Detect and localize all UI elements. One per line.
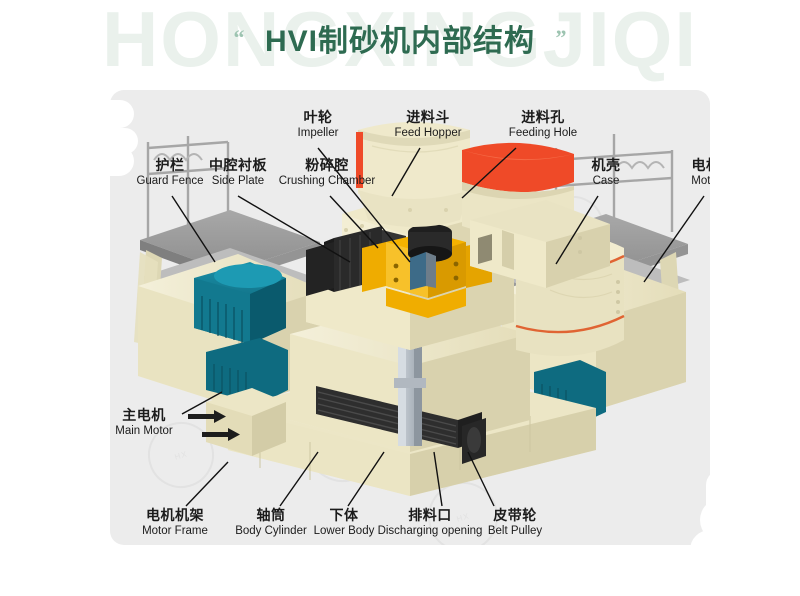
label-feed-hopper: 进料斗 Feed Hopper	[382, 109, 474, 140]
label-belt-pulley: 皮带轮 Belt Pulley	[476, 507, 554, 538]
label-cn: 护栏	[155, 157, 185, 173]
label-impeller: 叶轮 Impeller	[280, 109, 356, 140]
watermark-headline: HONGXINGJIQI	[101, 0, 699, 83]
label-en: Body Cylinder	[235, 524, 307, 537]
label-en: Lower Body	[313, 524, 375, 537]
label-en: Feed Hopper	[394, 126, 462, 139]
label-motor-frame: 电机机架 Motor Frame	[130, 507, 220, 538]
label-discharging-opening: 排料口 Discharging opening	[368, 507, 492, 538]
label-en: Motor	[691, 174, 710, 187]
decor-dot	[8, 142, 38, 172]
label-crushing-chamber: 粉碎腔 Crushing Chamber	[266, 157, 388, 188]
feed-hopper	[356, 122, 470, 227]
label-en: Feeding Hole	[508, 126, 578, 139]
leader-lines	[171, 147, 705, 507]
label-en: Side Plate	[211, 174, 265, 187]
label-feeding-hole: 进料孔 Feeding Hole	[496, 109, 590, 140]
label-body-cylinder: 轴筒 Body Cylinder	[226, 507, 316, 538]
label-en: Case	[592, 174, 620, 187]
page-title: “ HVI制砂机内部结构 ”	[0, 16, 800, 60]
page-title-text: HVI制砂机内部结构	[264, 25, 535, 58]
label-cn: 进料斗	[406, 109, 450, 125]
motor-left	[194, 262, 286, 344]
decor-pill	[38, 146, 134, 176]
label-cn: 轴筒	[256, 507, 286, 523]
belt-pulley	[462, 418, 486, 464]
diagram-panel: HX HX HX HX	[110, 90, 710, 545]
label-cn: 进料孔	[521, 109, 565, 125]
label-motor: 电机 Motor	[676, 157, 711, 188]
decor-pill	[56, 60, 80, 116]
decor-pill	[38, 100, 134, 128]
label-cn: 下体	[329, 507, 359, 523]
decor-blob	[690, 530, 800, 570]
label-cn: 主电机	[122, 407, 166, 423]
label-cn: 粉碎腔	[305, 157, 349, 173]
decor-blob	[706, 470, 736, 540]
quote-open-icon: “	[233, 25, 245, 50]
label-cn: 电机	[691, 157, 711, 173]
label-en: Crushing Chamber	[278, 174, 376, 187]
label-en: Guard Fence	[136, 174, 204, 187]
label-en: Main Motor	[115, 424, 173, 437]
label-en: Belt Pulley	[487, 524, 543, 537]
label-en: Discharging opening	[377, 524, 483, 537]
label-lower-body: 下体 Lower Body	[306, 507, 382, 538]
label-case: 机壳 Case	[574, 157, 638, 188]
label-en: Impeller	[297, 126, 339, 139]
main-motor	[188, 388, 286, 456]
machine-illustration	[134, 122, 705, 507]
label-main-motor: 主电机 Main Motor	[110, 407, 184, 438]
label-en: Motor Frame	[142, 524, 208, 537]
label-guard-fence: 护栏 Guard Fence	[126, 157, 214, 188]
decor-pill	[56, 160, 86, 360]
label-cn: 电机机架	[146, 507, 204, 523]
label-cn: 叶轮	[303, 109, 333, 125]
label-cn: 皮带轮	[493, 507, 537, 523]
label-cn: 中腔衬板	[209, 157, 267, 173]
label-cn: 排料口	[408, 507, 452, 523]
quote-close-icon: ”	[555, 25, 567, 50]
label-cn: 机壳	[591, 157, 621, 173]
label-side-plate: 中腔衬板 Side Plate	[198, 157, 278, 188]
